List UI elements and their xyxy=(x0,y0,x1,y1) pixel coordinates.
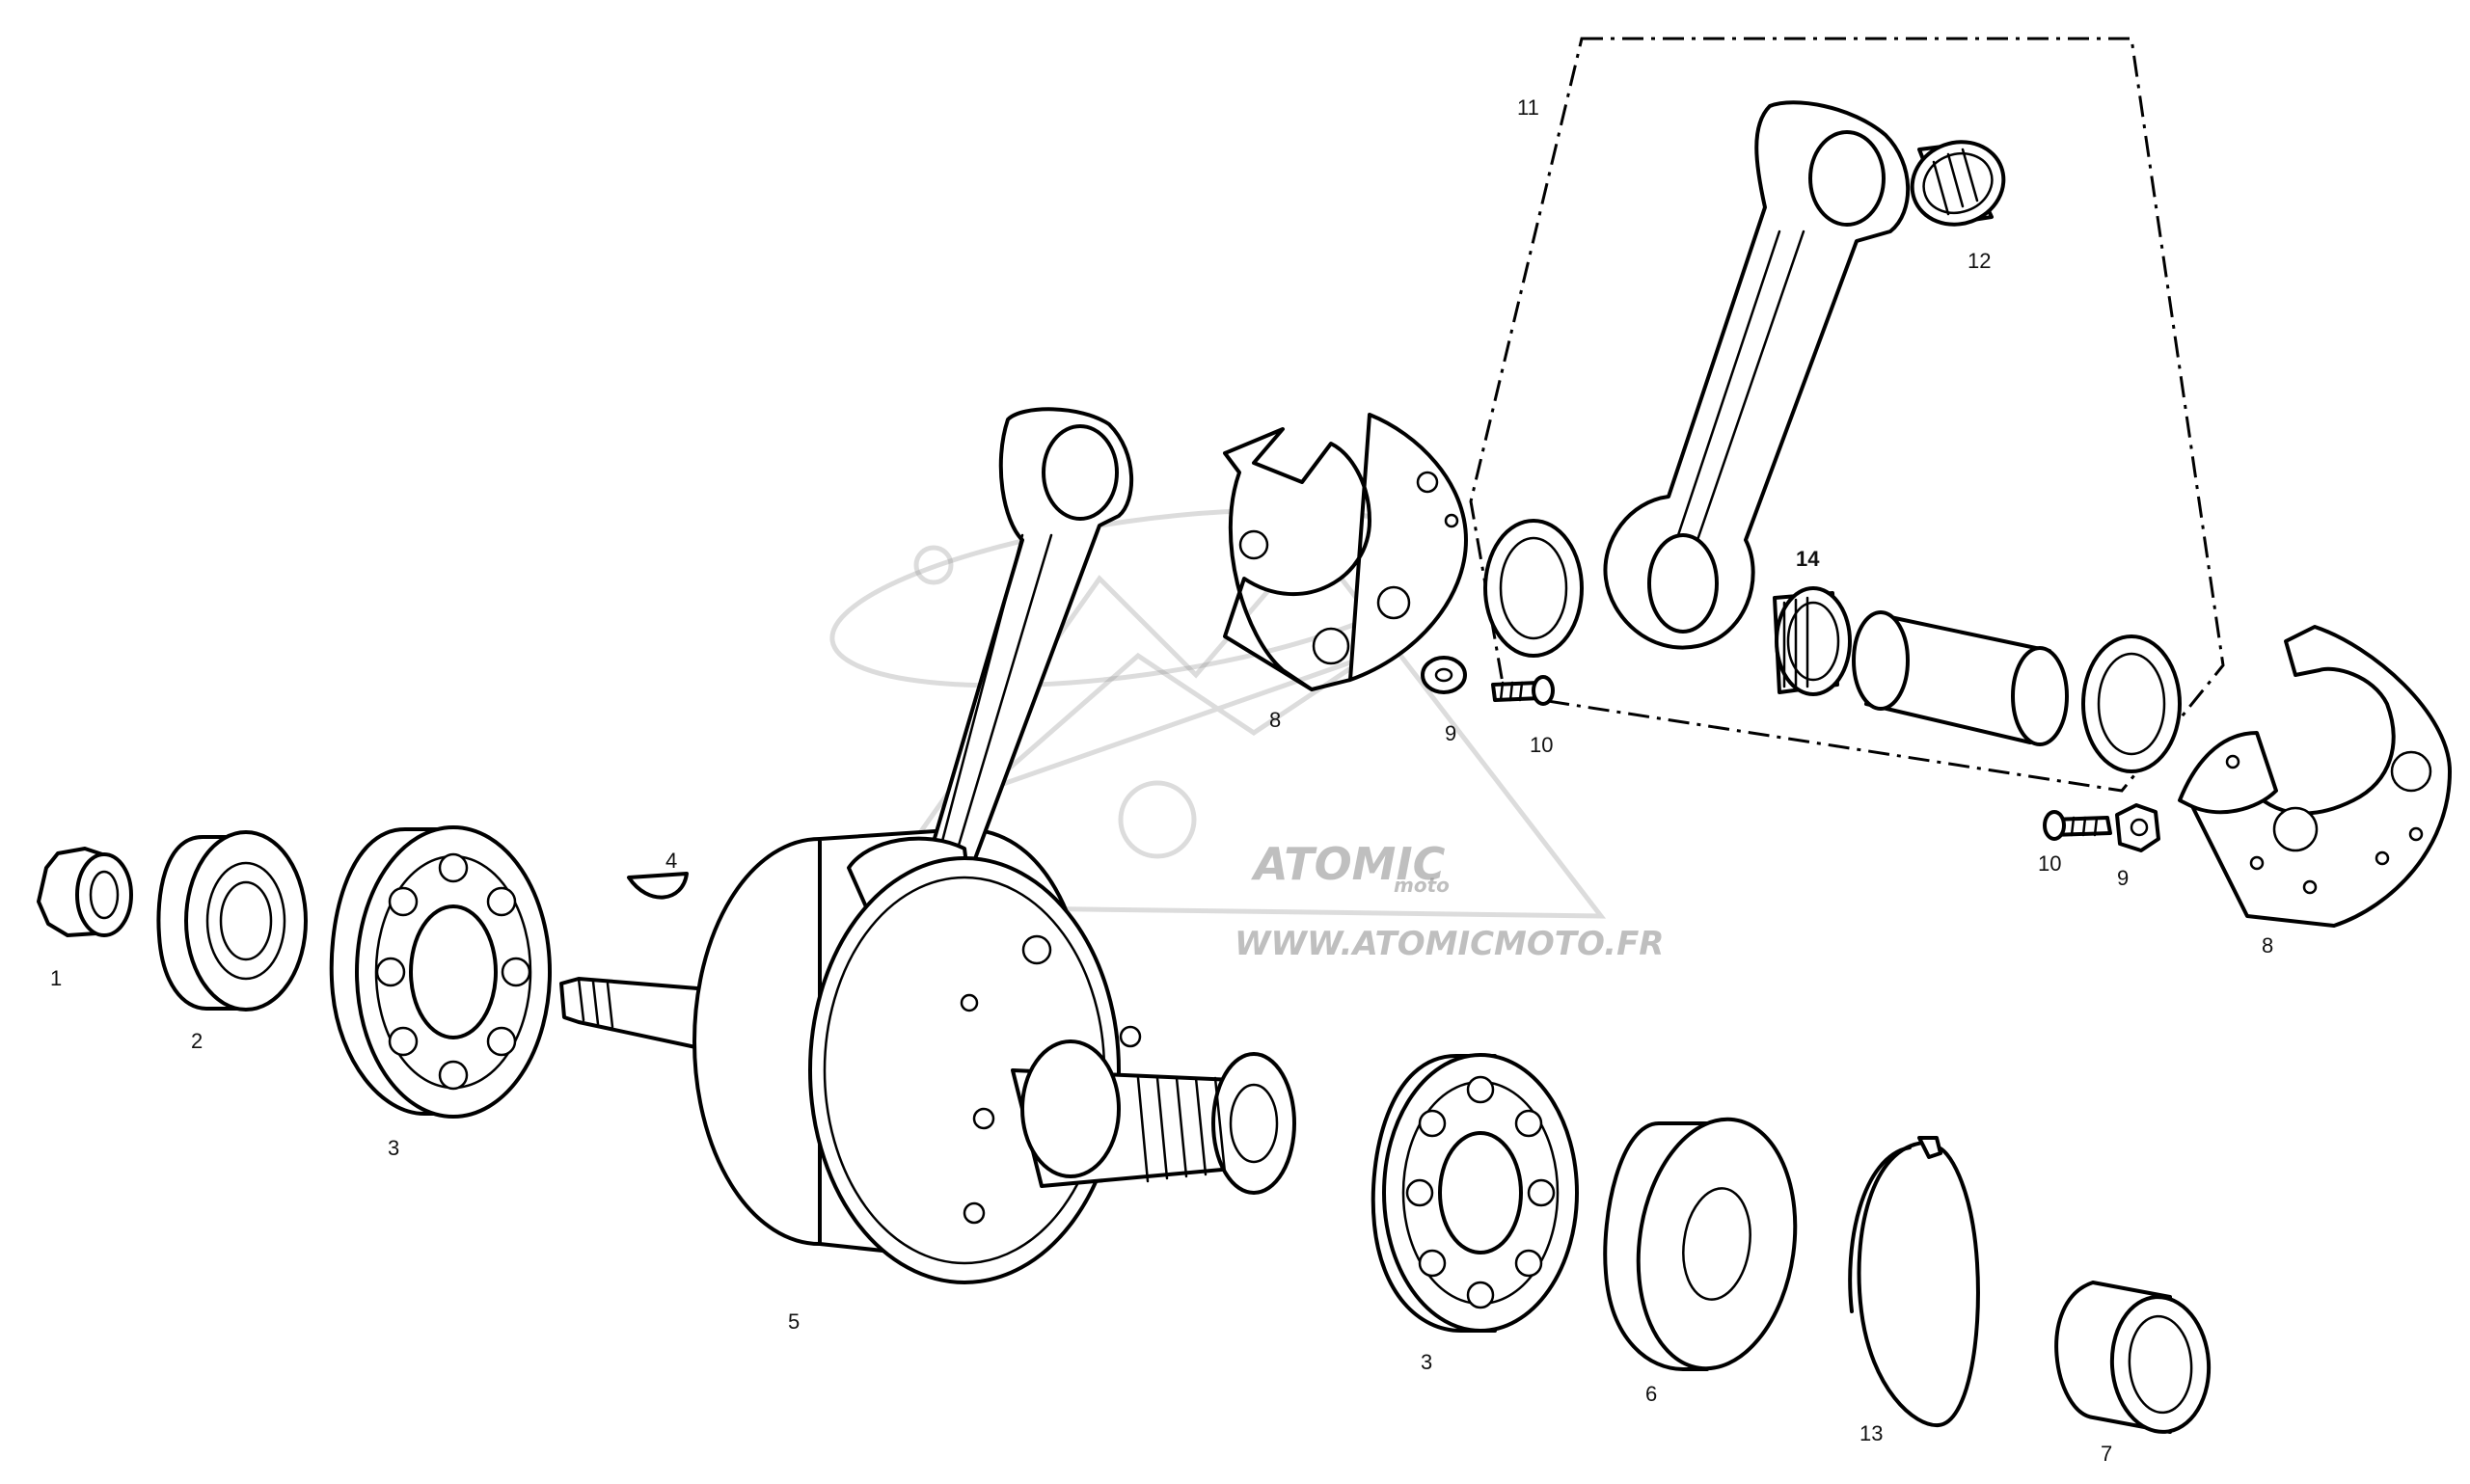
callout-9-right: 9 xyxy=(2117,866,2129,890)
callout-3-right: 3 xyxy=(1421,1350,1432,1374)
part-5-crankshaft xyxy=(559,407,1296,1284)
kit-thrust-washer-left xyxy=(1483,519,1584,658)
part-14-big-end-bearing xyxy=(1773,586,1852,696)
part-9-washer-right xyxy=(2115,803,2160,852)
watermark-brand: ATOMIC xyxy=(1251,838,1446,890)
callout-7: 7 xyxy=(2101,1442,2112,1466)
callout-13: 13 xyxy=(1859,1421,1883,1445)
part-6-spacer xyxy=(1603,1117,1798,1371)
part-3-bearing-left xyxy=(329,825,552,1119)
callout-10-right: 10 xyxy=(2038,851,2061,876)
part-10-screw-right xyxy=(2043,810,2112,841)
part-13-circlip xyxy=(1848,1136,1980,1428)
watermark-brand-sub: moto xyxy=(1394,874,1450,897)
part-1-nut xyxy=(37,847,133,937)
callouts: 1 2 3 4 5 8 9 10 11 12 14 10 9 8 3 6 13 … xyxy=(50,95,2273,1466)
callout-12: 12 xyxy=(1968,249,1991,273)
callout-8-left: 8 xyxy=(1269,708,1281,732)
callout-5: 5 xyxy=(788,1309,800,1334)
callout-10-left: 10 xyxy=(1530,733,1553,757)
kit-crank-pin xyxy=(1852,610,2069,746)
callout-1: 1 xyxy=(50,966,62,990)
part-8-web-half-left xyxy=(1223,413,1468,691)
part-10-screw-left xyxy=(1491,675,1555,706)
callout-6: 6 xyxy=(1645,1382,1657,1406)
part-7-bushing xyxy=(2054,1281,2212,1434)
kit-thrust-washer-right xyxy=(2081,634,2182,773)
part-4-woodruff-key xyxy=(627,872,689,900)
callout-8-right: 8 xyxy=(2262,933,2273,958)
part-9-washer-left xyxy=(1421,656,1467,694)
part-11-connecting-rod xyxy=(1603,100,1911,650)
part-8-web-half-right xyxy=(2178,625,2452,928)
callout-3-left: 3 xyxy=(388,1136,399,1160)
watermark: ATOMIC moto WWW.ATOMICMOTO.FR xyxy=(829,507,1664,963)
part-3-bearing-right xyxy=(1371,1053,1579,1333)
callout-4: 4 xyxy=(665,849,677,873)
watermark-url: WWW.ATOMICMOTO.FR xyxy=(1235,925,1664,963)
con-rod-kit-outline xyxy=(1469,37,2225,793)
callout-9-left: 9 xyxy=(1445,721,1456,745)
part-2-seal xyxy=(156,830,308,1012)
callout-14: 14 xyxy=(1796,547,1820,571)
part-12-small-end-bearing xyxy=(1910,140,2006,227)
callout-2: 2 xyxy=(191,1029,203,1053)
callout-11: 11 xyxy=(1517,95,1539,120)
